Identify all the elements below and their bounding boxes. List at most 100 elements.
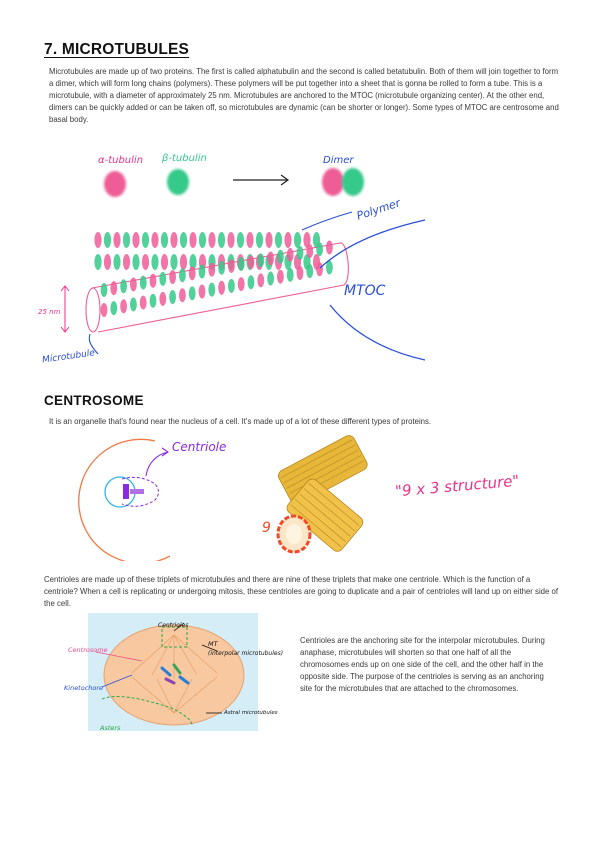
centrioles-side-text: Centrioles are the anchoring site for th…: [300, 636, 545, 693]
polymer-bead: [160, 232, 169, 248]
tube-bead: [267, 251, 274, 266]
beta-tubulin-blob: [167, 169, 189, 195]
arrow-right-icon: [233, 174, 290, 186]
polymer-pointer: [301, 211, 353, 231]
mtoc-label: MTOC: [344, 283, 386, 299]
mt-label: MT: [208, 640, 218, 648]
tube-bead: [218, 260, 226, 275]
polymer-bead: [198, 232, 207, 248]
polymer-bead: [293, 232, 302, 248]
polymer-bead: [160, 254, 169, 270]
centriole-label: Centriole: [172, 440, 227, 454]
polymer-bead: [208, 232, 216, 248]
cell-membrane-arc: [78, 438, 171, 561]
polymer-bead: [189, 254, 197, 270]
tube-bead: [326, 260, 333, 275]
polymer-bead: [217, 232, 226, 248]
tube-bead: [277, 249, 284, 264]
polymer-bead: [151, 232, 159, 248]
tube-bead: [110, 281, 118, 296]
polymer-bead: [170, 232, 178, 248]
tube-bead: [237, 277, 245, 292]
tube-bead: [149, 273, 157, 288]
centrosome-label: Centrosome: [68, 646, 108, 654]
tube-bead: [198, 284, 206, 299]
polymer-bead: [132, 254, 140, 270]
tube-bead: [188, 266, 196, 281]
tube-bead: [306, 244, 314, 259]
polymer-bead: [94, 254, 102, 270]
tube-bead: [208, 282, 216, 297]
kinetochore-pointer: [101, 674, 133, 688]
polymer-bead: [189, 232, 197, 248]
dimer-label: Dimer: [323, 155, 354, 166]
polymer-bead: [274, 232, 283, 248]
interpolar-label: (interpolar microtubules): [208, 650, 284, 657]
polymer-bead: [122, 232, 131, 248]
nine-by-three-label: "9 x 3 structure": [394, 471, 521, 501]
tube-bead: [296, 246, 304, 260]
polymer-bead: [113, 232, 121, 248]
tube-bead: [179, 288, 186, 303]
polymer-bead: [246, 232, 254, 248]
dimer-blob: [322, 168, 364, 196]
polymer-bead: [103, 232, 112, 248]
tube-bead: [139, 295, 147, 310]
centrosome-intro: It is an organelle that's found near the…: [49, 417, 432, 426]
tube-bead: [120, 299, 127, 314]
polymer-bead: [103, 254, 112, 270]
mitosis-cell-diagram: [88, 613, 258, 731]
polymer-bead: [255, 232, 264, 248]
tube-bead: [100, 283, 108, 297]
tube-bead: [169, 270, 177, 285]
centriole-barrels-illustration: [276, 435, 368, 554]
tube-bead: [169, 290, 177, 305]
polymer-bead: [141, 254, 150, 270]
microtubule-diagram: [60, 168, 426, 361]
tube-bead: [306, 264, 314, 279]
microtubule-pointer: [88, 333, 99, 355]
asters-label: Asters: [100, 724, 121, 732]
tube-bead: [237, 257, 245, 272]
polymer-bead: [170, 254, 178, 270]
astral-label: Astral microtubules: [224, 710, 278, 716]
section-title-microtubules: 7. MICROTUBULES: [44, 41, 190, 58]
polymer-bead: [265, 232, 273, 248]
tube-bead: [100, 303, 108, 317]
polymer-bead: [227, 232, 235, 248]
tube-bead: [286, 267, 294, 282]
centriole-dashed-outline: [121, 476, 159, 507]
tube-bead: [257, 253, 265, 268]
tube-bead: [228, 258, 235, 273]
polymer-bead: [236, 232, 245, 248]
centrioles-pointer: [173, 622, 185, 632]
tube-bead: [228, 278, 235, 293]
tube-bead: [179, 268, 186, 283]
centrosome-pointer: [95, 651, 143, 662]
centrioles-paragraph: Centrioles are made up of these triplets…: [44, 575, 559, 608]
diameter-label: 25 nm: [38, 308, 61, 316]
alpha-tubulin-label: α-tubulin: [98, 155, 144, 166]
tube-bead: [149, 293, 157, 308]
chromosomes: [160, 663, 190, 685]
tube-bead: [247, 255, 255, 270]
tube-bead: [188, 286, 196, 301]
tube-bead: [286, 247, 294, 262]
polymer-bead: [179, 254, 188, 270]
tube-bead: [198, 264, 206, 279]
tube-bead: [208, 262, 216, 277]
tube-bead: [267, 271, 274, 286]
tube-bead: [277, 269, 284, 284]
mt-pointer: [201, 644, 218, 652]
centriole-bar: [123, 484, 129, 499]
polymer-bead: [94, 232, 102, 248]
kinetochore-label: Kinetochore: [64, 684, 104, 692]
section-title-centrosome: CENTROSOME: [44, 393, 144, 408]
tube-bead: [296, 266, 304, 280]
tube-bead: [218, 280, 226, 295]
tube-bead: [139, 275, 147, 290]
tube-bead: [247, 275, 255, 290]
tube-bead: [120, 279, 127, 294]
tube-bead: [326, 240, 333, 255]
tube-bead: [159, 271, 167, 286]
